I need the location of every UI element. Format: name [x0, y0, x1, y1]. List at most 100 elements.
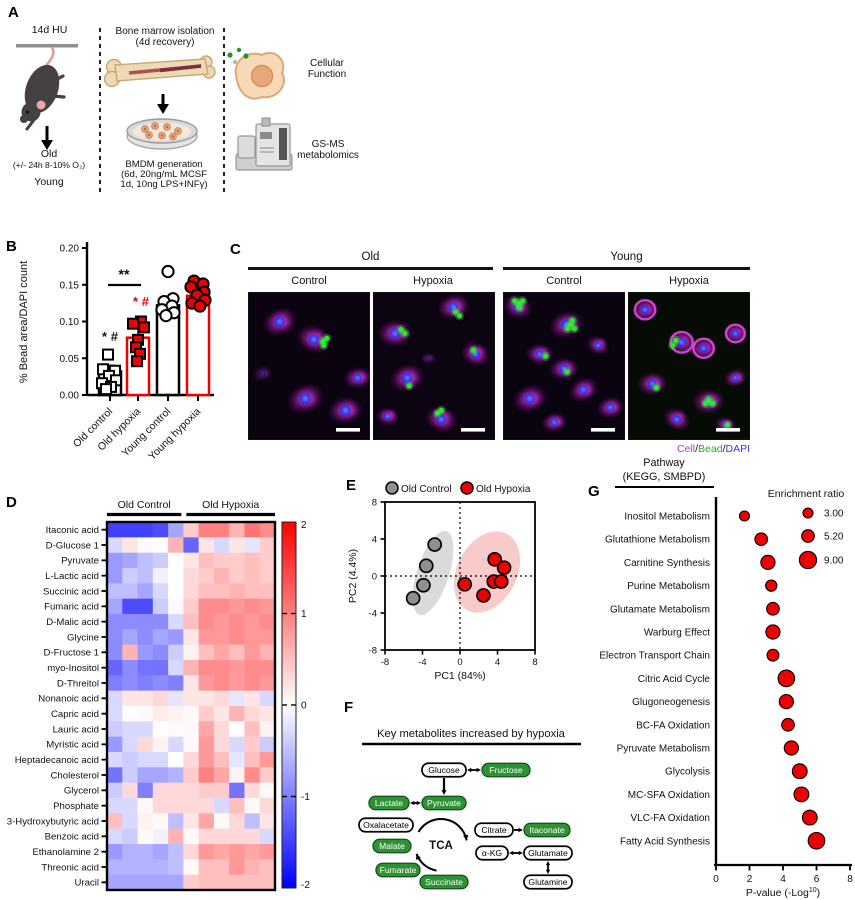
sub-header-hypoxia-2: Hypoxia: [669, 275, 709, 287]
heatmap-cell: [198, 721, 215, 738]
heatmap-cell: [244, 813, 261, 830]
heatmap-cell: [229, 736, 245, 753]
heatmap-cell: [244, 629, 261, 646]
heatmap-cell: [244, 522, 261, 538]
heatmap-cell: [168, 675, 184, 692]
scale-bar: [461, 428, 485, 432]
heatmap-cell: [259, 767, 276, 784]
heatmap-cell: [122, 568, 138, 584]
heatmap-cell: [198, 583, 215, 600]
metabolite-box-label: Citrate: [481, 825, 507, 835]
heatmap-cell: [152, 583, 169, 600]
petri-dish-icon: [126, 118, 198, 150]
heatmap-cell: [198, 598, 215, 615]
svg-text:-1: -1: [301, 792, 310, 803]
heatmap-cell: [107, 583, 123, 600]
svg-text:0.05: 0.05: [60, 354, 80, 365]
nucleus: [731, 373, 740, 383]
heatmap-cell: [137, 752, 154, 768]
heatmap-cell: [259, 874, 276, 891]
heatmap-cell: [122, 828, 138, 845]
bead: [452, 309, 459, 315]
bead: [320, 338, 326, 344]
young-label: Young: [34, 176, 64, 188]
heatmap-cell: [259, 644, 276, 661]
heatmap-cell: [244, 767, 261, 784]
nucleus: [698, 343, 709, 354]
pathway-dot: [801, 809, 818, 826]
bead: [564, 325, 571, 332]
heatmap-cell: [198, 629, 215, 646]
pathway-dot: [754, 532, 769, 547]
cell-blob: [503, 294, 533, 320]
pathway-dot: [766, 601, 780, 616]
metabolite-box-label: Glutamine: [528, 877, 567, 887]
heatmap-cell: [107, 675, 123, 692]
nucleus: [640, 304, 651, 315]
heatmap-cell: [244, 660, 261, 676]
heatmap-cell: [137, 598, 154, 615]
metabolite-box-label: Malate: [379, 841, 405, 851]
heatmap-cell: [122, 859, 138, 876]
legend-bubble: [802, 507, 814, 519]
gsms-line1: GS-MS: [311, 139, 345, 150]
heatmap-cell: [229, 568, 245, 584]
old-control-point: [405, 590, 421, 606]
heatmap-cell: [137, 767, 154, 784]
heatmap-cell: [122, 752, 138, 768]
pathway-label: Purine Metabolism: [627, 581, 710, 592]
cell-blob: [541, 411, 568, 433]
heatmap-cell: [259, 782, 276, 799]
heatmap-cell: [137, 568, 154, 584]
heatmap-cell: [152, 844, 169, 860]
svg-text:2: 2: [747, 874, 753, 885]
metabolite-box-oxalacetate: [358, 817, 414, 833]
panel-b-bar-chart: 0.000.050.100.150.20% Bead area/DAPI cou…: [18, 242, 214, 463]
heatmap-cell: [213, 598, 230, 615]
micrograph-1: [373, 292, 495, 440]
heatmap-cell: [122, 690, 138, 707]
panel-label-c: C: [230, 241, 241, 258]
heatmap-cell: [168, 736, 184, 753]
data-point: [138, 321, 150, 334]
heatmap-cell: [183, 522, 200, 538]
heatmap-cell: [137, 782, 154, 799]
heatmap-cell: [107, 660, 123, 676]
heatmap-cell: [152, 721, 169, 738]
stain-sep-1: /: [695, 443, 699, 455]
heatmap-cell: [137, 813, 154, 830]
heatmap-cell: [244, 690, 261, 707]
heatmap-cell: [259, 828, 276, 845]
heatmap-cell: [137, 828, 154, 845]
cell-blob: [525, 343, 554, 366]
heatmap-cell: [259, 721, 276, 738]
heatmap-cell: [137, 798, 154, 814]
svg-text:Old Hypoxia: Old Hypoxia: [202, 499, 259, 511]
heatmap-cell: [122, 644, 138, 661]
metabolite-box-label: Oxalacetate: [363, 820, 409, 830]
metabolite-label: Pyruvate: [61, 556, 99, 567]
pathway-label: Citric Acid Cycle: [638, 674, 711, 685]
metabolite-label: Phosphate: [53, 801, 99, 812]
pathway-label: Glugoneogenesis: [632, 697, 710, 708]
nucleus: [424, 355, 431, 362]
down-arrow-bmdm: [157, 94, 169, 114]
heatmap-cell: [259, 752, 276, 768]
heatmap-cell: [259, 598, 276, 615]
heatmap-cell: [107, 568, 123, 584]
metabolite-box-citrate: [474, 822, 514, 838]
cell-blob: [252, 364, 274, 383]
bead: [543, 353, 549, 359]
heatmap-cell: [152, 552, 169, 569]
heatmap-cell: [244, 675, 261, 692]
heatmap-cell: [244, 644, 261, 661]
heatmap-cell: [122, 798, 138, 814]
heatmap-cell: [229, 675, 245, 692]
heatmap-cell: [168, 644, 184, 661]
nucleus: [400, 371, 414, 385]
heatmap-cell: [152, 568, 169, 584]
heatmap-cell: [198, 675, 215, 692]
heatmap-cell: [213, 690, 230, 707]
svg-text:8: 8: [847, 874, 853, 885]
